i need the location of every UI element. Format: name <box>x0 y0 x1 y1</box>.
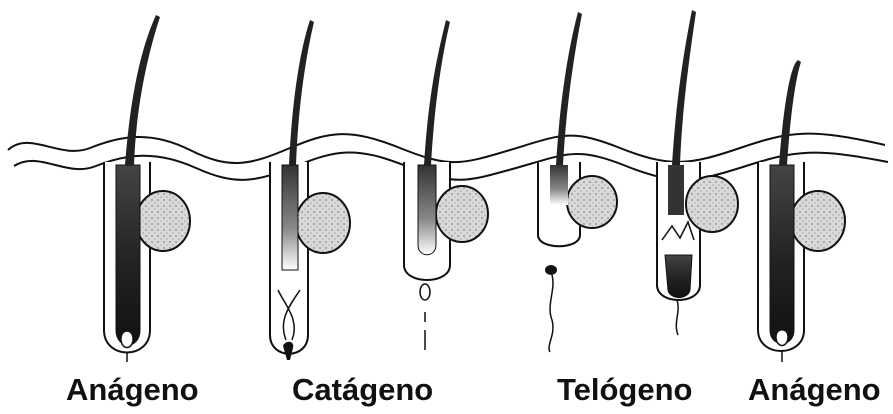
label-catagen: Catágeno <box>292 372 433 408</box>
sebaceous-gland <box>567 176 617 228</box>
label-telogen: Telógeno <box>557 372 692 408</box>
follicle-anagen-1 <box>104 15 190 362</box>
follicle-catagen-early <box>270 20 350 360</box>
sebaceous-gland <box>436 186 488 242</box>
label-anagen-2: Anágeno <box>748 372 881 408</box>
sebaceous-gland <box>686 176 738 232</box>
follicle-catagen-late <box>404 20 488 350</box>
sebaceous-gland <box>136 191 190 251</box>
follicle-anagen-2 <box>758 60 845 362</box>
sebaceous-gland <box>296 193 350 253</box>
label-anagen-1: Anágeno <box>66 372 199 408</box>
follicle-telogen <box>538 12 617 352</box>
sebaceous-gland <box>791 191 845 251</box>
